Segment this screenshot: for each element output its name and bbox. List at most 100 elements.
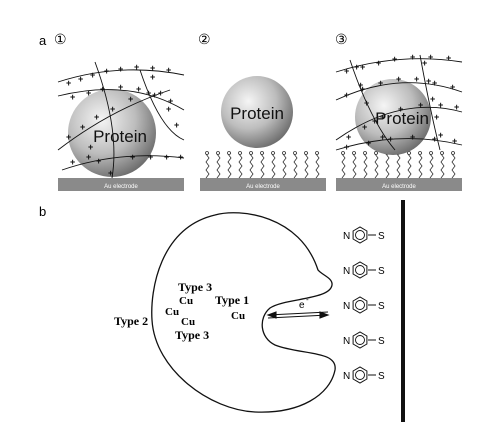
charge-plus: + xyxy=(136,84,141,94)
charge-plus: + xyxy=(108,168,113,178)
type3-top-label: Type 3 xyxy=(178,280,212,294)
cu-c: Cu xyxy=(181,316,195,328)
linker-nitrogen: N xyxy=(343,266,350,277)
charge-plus: + xyxy=(426,76,431,86)
cu-b: Cu xyxy=(165,306,179,318)
type2-label: Type 2 xyxy=(114,314,148,328)
enzyme-outline xyxy=(151,212,336,413)
charge-plus: + xyxy=(146,88,151,98)
charge-plus: + xyxy=(168,96,173,106)
scenario-2-electrode xyxy=(200,178,326,191)
charge-plus: + xyxy=(78,74,83,84)
charge-plus: + xyxy=(118,64,123,74)
charge-plus: + xyxy=(452,136,457,146)
monolayer-chain xyxy=(341,152,346,179)
charge-plus: + xyxy=(358,80,363,90)
charge-plus: + xyxy=(422,58,427,68)
linker-nitrogen: N xyxy=(343,301,350,312)
charge-plus: + xyxy=(104,66,109,76)
monolayer-chain xyxy=(238,152,243,179)
charge-plus: + xyxy=(438,100,443,110)
scenario-1-electrode-label: Au electrode xyxy=(104,184,138,190)
monolayer-head xyxy=(293,151,297,155)
panel-a-label: a xyxy=(39,33,47,48)
charge-plus: + xyxy=(432,78,437,88)
monolayer-head xyxy=(451,151,455,155)
panel-b-label: b xyxy=(39,204,46,219)
monolayer-head xyxy=(418,151,422,155)
charge-plus: + xyxy=(150,63,155,73)
monolayer-chain xyxy=(282,152,287,179)
linker-sulfur: S xyxy=(378,371,385,382)
scenario-3-monolayer xyxy=(341,151,456,179)
type1-cu: Cu xyxy=(231,310,245,322)
charge-plus: + xyxy=(70,92,75,102)
charge-plus: + xyxy=(380,132,385,142)
monolayer-head xyxy=(352,151,356,155)
charge-plus: + xyxy=(410,52,415,62)
charge-plus: + xyxy=(66,78,71,88)
scenario-1-electrode xyxy=(58,178,184,191)
charge-plus: + xyxy=(450,82,455,92)
electron-sup: - xyxy=(306,295,309,304)
electron-label: e xyxy=(299,300,305,311)
scenario-1-protein-label: Protein xyxy=(93,127,147,146)
monolayer-head xyxy=(249,151,253,155)
cu-a: Cu xyxy=(179,295,193,307)
charge-plus: + xyxy=(362,122,367,132)
charge-plus: + xyxy=(88,142,93,152)
monolayer-chain xyxy=(315,152,320,179)
monolayer-chain xyxy=(374,152,379,179)
scenario-2-protein-label: Protein xyxy=(230,104,284,123)
charge-plus: + xyxy=(90,70,95,80)
monolayer-chain xyxy=(418,152,423,179)
charge-plus: + xyxy=(344,66,349,76)
monolayer-head xyxy=(407,151,411,155)
charge-plus: + xyxy=(174,120,179,130)
monolayer-head xyxy=(341,151,345,155)
monolayer-head xyxy=(374,151,378,155)
charge-plus: + xyxy=(150,72,155,82)
monolayer-head xyxy=(363,151,367,155)
charge-plus: + xyxy=(166,65,171,75)
charge-plus: + xyxy=(366,138,371,148)
charge-plus: + xyxy=(360,84,365,94)
scenario-2-number: ② xyxy=(198,31,211,47)
scenario-3: Au electrode Protein +++++++++++++++++++… xyxy=(335,52,463,191)
linker-nitrogen: N xyxy=(343,231,350,242)
charge-plus: + xyxy=(344,142,349,152)
scenario-2-electrode-label: Au electrode xyxy=(246,184,280,190)
charge-plus: + xyxy=(432,134,437,144)
monolayer-chain xyxy=(407,152,412,179)
scenario-1-protein-sphere xyxy=(68,89,156,177)
charge-plus: + xyxy=(94,112,99,122)
scenario-1-number: ① xyxy=(54,31,67,47)
charge-plus: + xyxy=(354,62,359,72)
monolayer-chain xyxy=(304,152,309,179)
charge-plus: + xyxy=(158,88,163,98)
scenario-3-protein-sphere xyxy=(355,79,431,155)
type3-bottom-label: Type 3 xyxy=(175,328,209,342)
charge-plus: + xyxy=(118,82,123,92)
monolayer-chain xyxy=(216,152,221,179)
monolayer-chain xyxy=(352,152,357,179)
charge-plus: + xyxy=(100,84,105,94)
charge-plus: + xyxy=(128,94,133,104)
scenario-2: Au electrode Protein xyxy=(200,76,326,191)
charge-plus: + xyxy=(410,132,415,142)
charge-plus: + xyxy=(344,90,349,100)
scenario-2-protein-sphere xyxy=(221,76,293,148)
charge-plus: + xyxy=(346,132,351,142)
monolayer-head xyxy=(205,151,209,155)
charge-plus: + xyxy=(428,52,433,62)
charge-plus: + xyxy=(360,62,365,72)
charge-plus: + xyxy=(110,104,115,114)
charge-plus: + xyxy=(414,74,419,84)
